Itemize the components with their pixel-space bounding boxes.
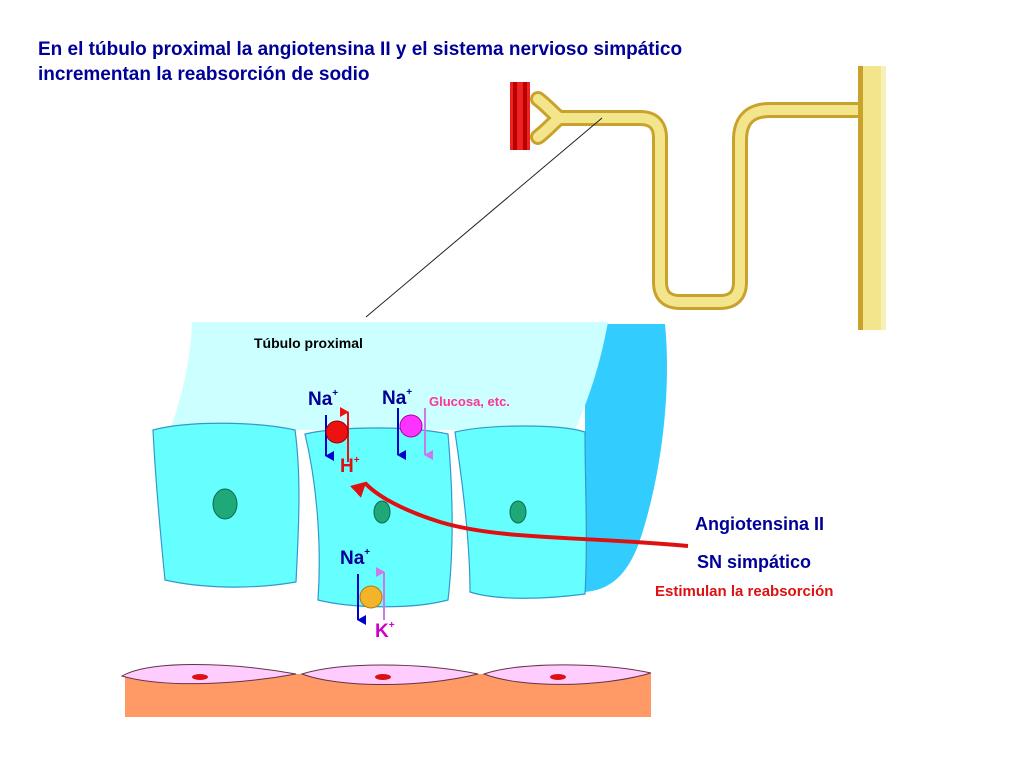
- tubule-dark-side: [585, 324, 668, 592]
- estimulan-label: Estimulan la reabsorción: [655, 583, 834, 600]
- na-basal-label: Na+: [340, 547, 371, 569]
- glomerulus-vessel: [510, 82, 530, 150]
- glucosa-label: Glucosa, etc.: [429, 394, 510, 409]
- angiotensina-label: Angiotensina II: [695, 514, 825, 534]
- na-k-pump: [357, 567, 385, 625]
- stimulus-arrow: [350, 481, 689, 548]
- zoom-pointer-line: [365, 117, 603, 318]
- collecting-duct: [858, 66, 886, 330]
- peritubular-capillary: [120, 664, 652, 717]
- nephron: [365, 66, 886, 330]
- nucleus: [373, 500, 391, 524]
- h-ion-label: H+: [340, 455, 360, 477]
- endothelial-nucleus: [550, 674, 566, 680]
- endothelial-cell: [300, 664, 479, 685]
- ion-symbol: H: [340, 456, 354, 477]
- ion-symbol: Na: [308, 389, 333, 410]
- ion-symbol: Na: [340, 548, 365, 569]
- endothelial-nucleus: [375, 674, 391, 680]
- nucleus: [509, 500, 527, 524]
- exchanger-transporter: [325, 420, 349, 444]
- ion-charge: +: [388, 620, 395, 631]
- title-line-1: En el túbulo proximal la angiotensina II…: [38, 39, 683, 60]
- endothelial-nucleus: [192, 674, 208, 680]
- nucleus: [212, 488, 238, 520]
- na-apical-label-1: Na+: [308, 388, 339, 410]
- na-apical-label-2: Na+: [382, 387, 413, 409]
- tubulo-proximal-label: Túbulo proximal: [254, 335, 363, 351]
- k-ion-label: K+: [375, 620, 395, 642]
- na-glucose-cotransporter: [397, 408, 433, 460]
- endothelial-cell: [120, 664, 297, 685]
- ion-charge: +: [332, 388, 339, 399]
- proximal-tubule-tube: [530, 91, 878, 310]
- slide-title: En el túbulo proximal la angiotensina II…: [38, 37, 838, 87]
- ion-charge: +: [364, 547, 371, 558]
- tubule-section: [152, 322, 689, 625]
- cotransporter: [399, 414, 423, 438]
- epithelial-cell-middle: [304, 427, 453, 608]
- pump-transporter: [359, 585, 383, 609]
- epithelial-cell-right: [454, 425, 587, 599]
- ion-charge: +: [353, 455, 360, 466]
- tubule-lumen: [170, 322, 608, 430]
- ion-symbol: K: [375, 621, 389, 642]
- sn-simpatico-label: SN simpático: [697, 552, 812, 572]
- endothelial-cell: [482, 664, 652, 685]
- ion-symbol: Na: [382, 388, 407, 409]
- na-h-exchanger: [325, 407, 349, 462]
- ion-charge: +: [406, 387, 413, 398]
- epithelial-cell-left: [152, 422, 300, 588]
- title-line-2: incrementan la reabsorción de sodio: [38, 64, 370, 85]
